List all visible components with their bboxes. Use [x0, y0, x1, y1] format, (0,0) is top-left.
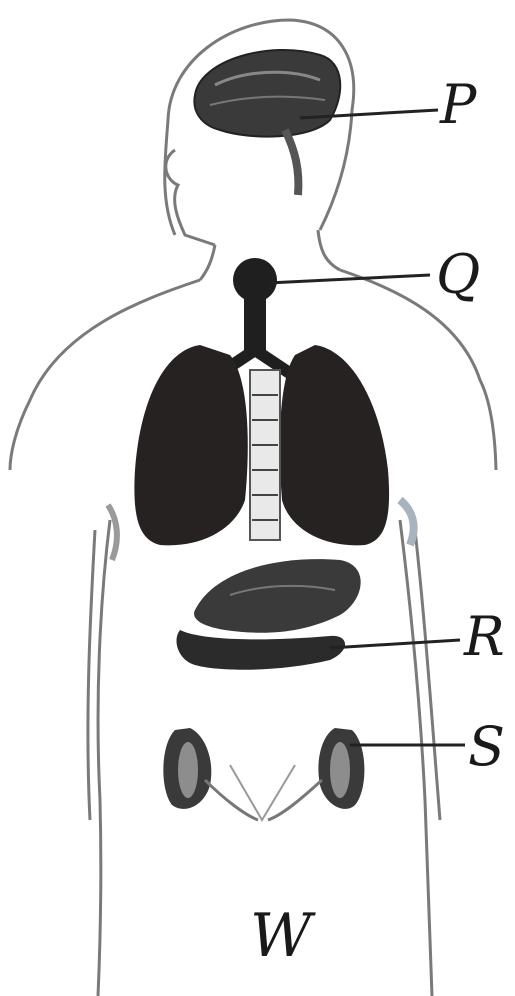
- pointer-q: [268, 275, 430, 283]
- neck-right: [318, 230, 340, 270]
- torso-left: [98, 520, 110, 996]
- kidneys: [163, 728, 364, 820]
- brain: [194, 50, 340, 195]
- figure-label: W: [250, 906, 312, 966]
- torso-right: [400, 520, 432, 996]
- abdominal-organ: [176, 559, 360, 670]
- label-p: P: [440, 78, 476, 132]
- arm-inner-right: [415, 530, 440, 820]
- arm-inner-left: [88, 530, 95, 820]
- lung-right: [280, 345, 389, 545]
- label-s: S: [468, 720, 505, 774]
- neck-left: [200, 245, 215, 280]
- label-q: Q: [436, 248, 480, 302]
- pointer-r: [330, 640, 460, 648]
- lung-left: [134, 345, 247, 545]
- lungs: [134, 345, 389, 545]
- label-r: R: [464, 610, 505, 664]
